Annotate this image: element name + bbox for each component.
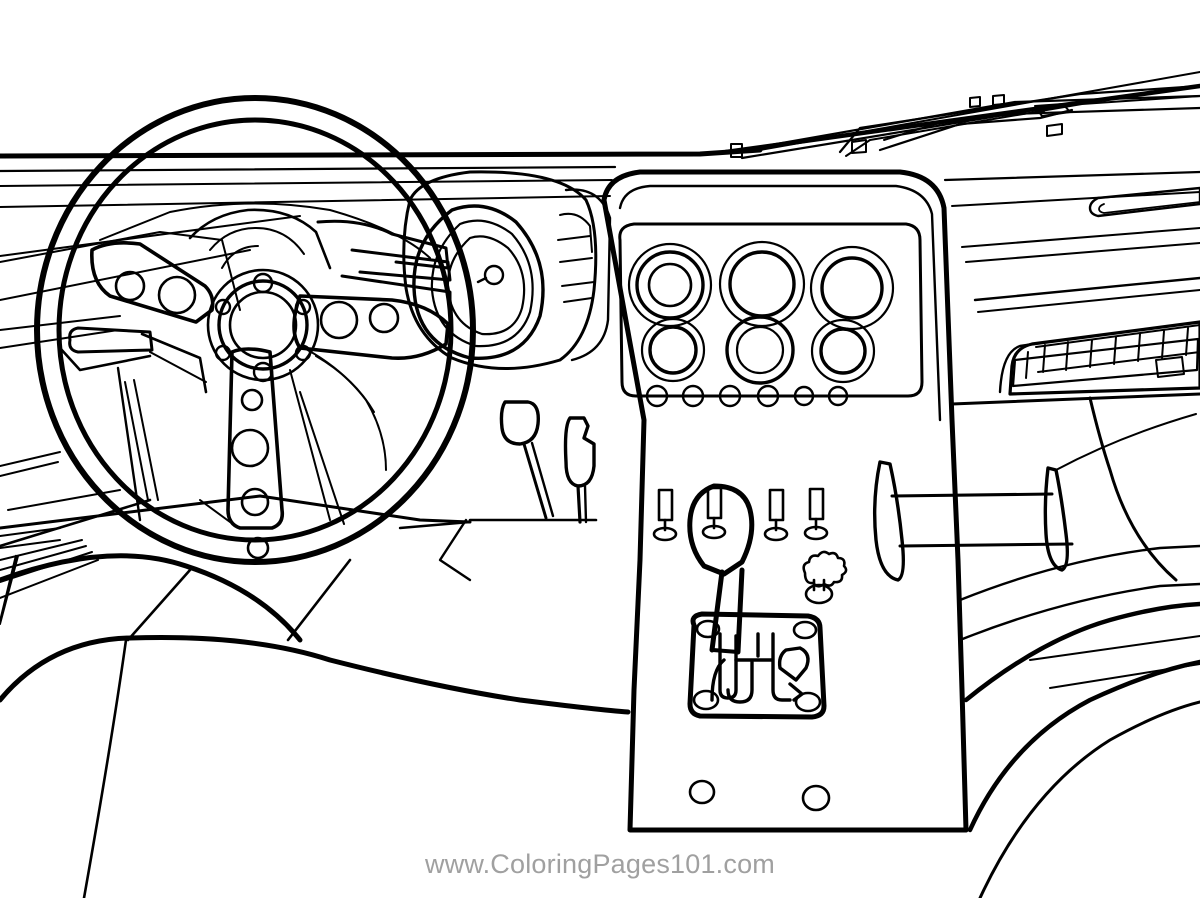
console-gauge xyxy=(648,325,698,375)
gate-bolt-hole xyxy=(692,689,720,711)
console-floor-button xyxy=(688,779,716,805)
console-floor-buttons[interactable] xyxy=(688,779,831,812)
console-gauge xyxy=(809,245,895,331)
hub-bolt xyxy=(214,298,232,316)
console-button xyxy=(827,385,849,407)
hub-bolt xyxy=(214,344,232,362)
spoke-hole xyxy=(114,270,146,302)
console-gauge xyxy=(635,250,705,320)
right-door-lines xyxy=(1055,413,1197,471)
toggle-switch xyxy=(803,487,829,541)
console-button xyxy=(681,384,705,408)
passenger-seat xyxy=(963,601,1200,898)
steering-wheel-spokes xyxy=(90,241,450,560)
console-gauge xyxy=(820,256,884,320)
steering-wheel xyxy=(34,95,476,565)
steering-wheel-hub xyxy=(206,268,320,383)
console-buttons[interactable] xyxy=(645,384,849,408)
console-gauge xyxy=(810,318,876,384)
console-gauge xyxy=(640,317,706,383)
left-door-lines xyxy=(0,451,61,624)
dashboard xyxy=(0,147,1200,313)
hub-bolt xyxy=(252,361,274,383)
instrument-cluster xyxy=(402,170,612,371)
windshield-wipers xyxy=(730,84,1200,160)
driver-seat xyxy=(0,494,631,898)
console-gauge xyxy=(735,325,785,375)
console-button xyxy=(718,384,742,408)
spoke-hole xyxy=(319,300,359,340)
auxiliary-lever[interactable] xyxy=(563,416,596,524)
spoke-hole xyxy=(240,388,264,412)
handbrake-lever[interactable] xyxy=(499,400,555,520)
hub-bolt xyxy=(294,344,312,362)
gate-bolt-hole xyxy=(794,691,822,713)
center-console xyxy=(601,169,969,833)
watermark: www.ColoringPages101.com xyxy=(0,849,1200,880)
gate-bolt-hole xyxy=(792,620,818,640)
dash-vent-slot xyxy=(1088,186,1200,218)
air-vent-grille xyxy=(1042,327,1189,373)
console-gauge xyxy=(725,315,795,385)
grab-handle[interactable] xyxy=(872,460,1074,582)
spoke-hole xyxy=(230,428,270,468)
console-gauge xyxy=(819,327,867,375)
shifter-gate-plate xyxy=(687,611,827,720)
console-button xyxy=(793,385,815,407)
console-gauges xyxy=(627,240,895,385)
console-button xyxy=(756,384,780,408)
gate-bolt-hole xyxy=(695,619,721,639)
hub-bolt xyxy=(252,272,274,294)
spoke-hole xyxy=(368,302,400,334)
glove-box xyxy=(998,320,1200,396)
hub-bolt xyxy=(294,298,312,316)
spoke-hole xyxy=(157,275,197,315)
knurled-knob[interactable] xyxy=(802,550,848,605)
console-button xyxy=(645,384,669,408)
spoke-hole xyxy=(246,536,270,560)
console-gauge xyxy=(647,262,693,308)
spoke-hole xyxy=(240,487,270,517)
toggle-switch xyxy=(652,488,678,542)
console-floor-button xyxy=(801,784,831,812)
watermark-text: www.ColoringPages101.com xyxy=(425,849,775,879)
toggle-switch xyxy=(763,488,789,542)
